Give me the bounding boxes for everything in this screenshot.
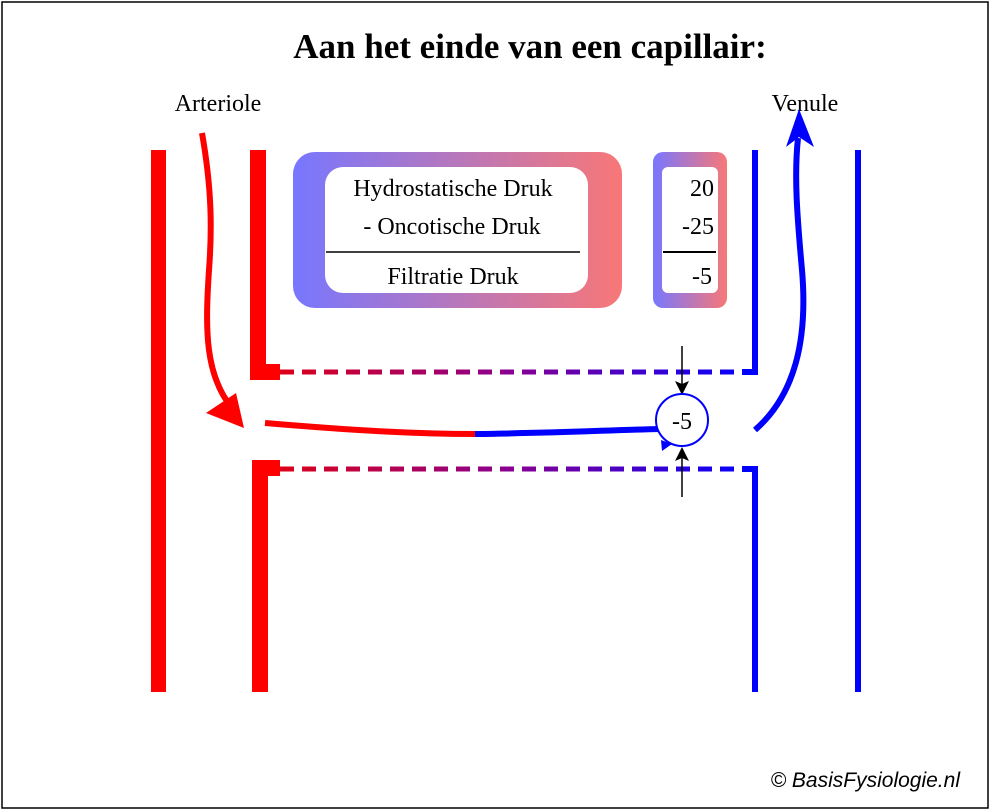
values-box-inner <box>662 167 718 293</box>
formula-filtration: Filtratie Druk <box>387 264 518 290</box>
arterial-arrowhead-icon <box>206 393 244 428</box>
arteriole-inner-wall-lower <box>252 460 280 692</box>
flow-tail-icon <box>661 440 672 451</box>
venule-label: Venule <box>772 91 839 117</box>
capillary-flow-arterial <box>264 420 476 437</box>
value-oncotic: -25 <box>682 214 714 240</box>
title: Aan het einde van een capillair: <box>293 27 766 66</box>
value-filtration: -5 <box>692 264 712 290</box>
formula-oncotic: - Oncotische Druk <box>363 214 540 240</box>
venule-inner-wall-upper <box>742 150 758 375</box>
value-hydrostatic: 20 <box>690 176 714 202</box>
venous-arrowhead-icon <box>786 109 814 147</box>
pressure-circle <box>655 393 709 447</box>
copyright: © BasisFysiologie.nl <box>771 769 962 792</box>
formula-hydrostatic: Hydrostatische Druk <box>353 176 552 202</box>
arterial-flow-arrow <box>199 132 235 410</box>
venule-outer-wall <box>855 150 861 692</box>
pressure-value: -5 <box>672 409 692 435</box>
arrow-up-icon <box>675 447 689 461</box>
capillary-flow-venous <box>474 426 661 437</box>
arteriole-label: Arteriole <box>175 91 262 117</box>
venule-inner-wall-lower <box>742 466 758 692</box>
formula-box-inner <box>325 167 588 293</box>
venous-flow-arrow <box>753 137 807 433</box>
arteriole-inner-wall-upper <box>250 150 280 380</box>
arteriole-outer-wall <box>151 150 166 692</box>
arrow-down-icon <box>675 381 689 395</box>
